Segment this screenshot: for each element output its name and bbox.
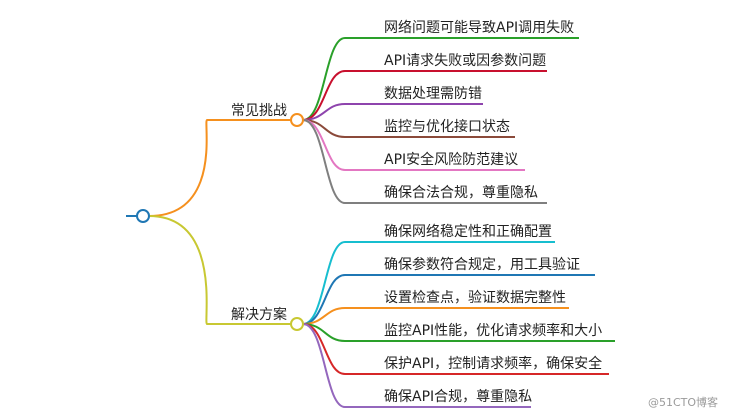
child-edge [302, 103, 483, 121]
child-node-label[interactable]: 设置检查点，验证数据完整性 [384, 290, 566, 306]
watermark: @51CTO博客 [648, 395, 718, 409]
mind-map-nodes: 常见挑战 网络问题可能导致API调用失败 API请求失败或因参数问题数据处理需防错监… [126, 20, 602, 405]
child-node-label[interactable]: 确保合法合规，尊重隐私 [384, 184, 538, 201]
child-node-label[interactable]: 监控与优化接口状态 [384, 118, 510, 135]
branch-label: 常见挑战 [231, 103, 287, 119]
child-edge [302, 274, 595, 325]
child-edge [302, 70, 547, 121]
child-edge [302, 119, 547, 204]
child-node-label[interactable]: 网络问题可能导致API调用失败 [384, 20, 574, 36]
child-node-label[interactable]: 监控API性能，优化请求频率和大小 [384, 322, 602, 339]
branch-node[interactable] [290, 317, 304, 331]
branch-node[interactable] [290, 113, 304, 127]
child-node-label[interactable]: 确保参数符合规定，用工具验证 [384, 256, 580, 273]
child-node-label[interactable]: API请求失败或因参数问题 [384, 52, 546, 69]
branch-edge [148, 215, 291, 325]
child-edge [302, 241, 555, 325]
mind-map-edges [148, 37, 615, 408]
root-node[interactable] [136, 209, 150, 223]
child-node-label[interactable]: 保护API，控制请求频率，确保安全 [384, 355, 602, 372]
child-edge [302, 307, 569, 325]
child-node-label[interactable]: 数据处理需防错 [384, 86, 482, 102]
child-edge [302, 37, 579, 121]
child-edge [302, 323, 531, 408]
branch-label: 解决方案 [231, 306, 287, 323]
child-node-label[interactable]: 确保网络稳定性和正确配置 [384, 224, 552, 240]
child-node-label[interactable]: API安全风险防范建议 [384, 151, 518, 168]
child-node-label[interactable]: 确保API合规，尊重隐私 [384, 388, 532, 405]
branch-edge [148, 119, 291, 217]
